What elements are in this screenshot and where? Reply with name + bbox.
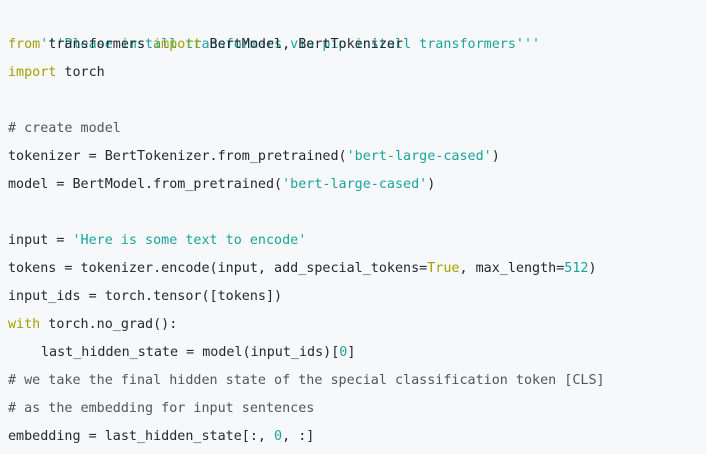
code-token: BertModel, BertTokenizer xyxy=(201,37,404,52)
code-line-10: tokens = tokenizer.encode(input, add_spe… xyxy=(0,255,706,283)
code-comment: # create model xyxy=(8,121,121,136)
code-line-7: model = BertModel.from_pretrained('bert-… xyxy=(0,171,706,199)
code-token: transformers xyxy=(40,37,154,52)
code-comment: # as the embedding for input sentences xyxy=(8,401,315,416)
code-token: torch.no_grad(): xyxy=(40,317,178,332)
code-token: import xyxy=(153,37,202,52)
code-line-11: input_ids = torch.tensor([tokens]) xyxy=(0,283,706,311)
code-token: last_hidden_state = model(input_ids)[ xyxy=(41,345,340,360)
code-line-15: # as the embedding for input sentences xyxy=(0,395,706,423)
code-comment: # we take the final hidden state of the … xyxy=(8,373,605,388)
code-token: ) xyxy=(427,177,436,192)
code-token: embedding = last_hidden_state[:, xyxy=(8,429,275,444)
code-token: , :] xyxy=(282,429,315,444)
code-line-4-blank xyxy=(0,87,706,115)
code-token: 'Here is some text to encode' xyxy=(72,233,307,248)
code-token: from xyxy=(8,37,41,52)
code-token: torch xyxy=(56,65,105,80)
code-token: ] xyxy=(347,345,356,360)
code-line-13: last_hidden_state = model(input_ids)[0] xyxy=(0,339,706,367)
code-token: 0 xyxy=(274,429,283,444)
code-token: input_ids = torch.tensor([tokens]) xyxy=(8,289,283,304)
code-token: ) xyxy=(588,261,597,276)
code-line-6: tokenizer = BertTokenizer.from_pretraine… xyxy=(0,143,706,171)
code-line-2: from transformers import BertModel, Bert… xyxy=(0,31,706,59)
code-token: True xyxy=(427,261,460,276)
code-line-12: with torch.no_grad(): xyxy=(0,311,706,339)
code-token: , max_length= xyxy=(459,261,565,276)
code-token: 'bert-large-cased' xyxy=(346,149,492,164)
code-line-8-blank xyxy=(0,199,706,227)
code-token: '''Please install transformers via pip i… xyxy=(40,37,541,52)
code-token: 'bert-large-cased' xyxy=(282,177,428,192)
code-token: model = BertModel.from_pretrained( xyxy=(8,177,283,192)
code-token: ) xyxy=(491,149,500,164)
code-token: 0 xyxy=(339,345,348,360)
code-line-14: # we take the final hidden state of the … xyxy=(0,367,706,395)
code-line-1: '''Please install transformers via pip i… xyxy=(0,3,706,52)
code-line-9: input = 'Here is some text to encode' xyxy=(0,227,706,255)
code-token: input = xyxy=(8,233,73,248)
code-token: 512 xyxy=(564,261,589,276)
code-line-3: import torch xyxy=(0,59,706,87)
code-token: tokenizer = BertTokenizer.from_pretraine… xyxy=(8,149,347,164)
code-token: tokens = tokenizer.encode(input, add_spe… xyxy=(8,261,428,276)
code-line-16: embedding = last_hidden_state[:, 0, :] xyxy=(0,423,706,451)
code-line-5: # create model xyxy=(0,115,706,143)
code-token: import xyxy=(8,65,57,80)
code-token: with xyxy=(8,317,41,332)
